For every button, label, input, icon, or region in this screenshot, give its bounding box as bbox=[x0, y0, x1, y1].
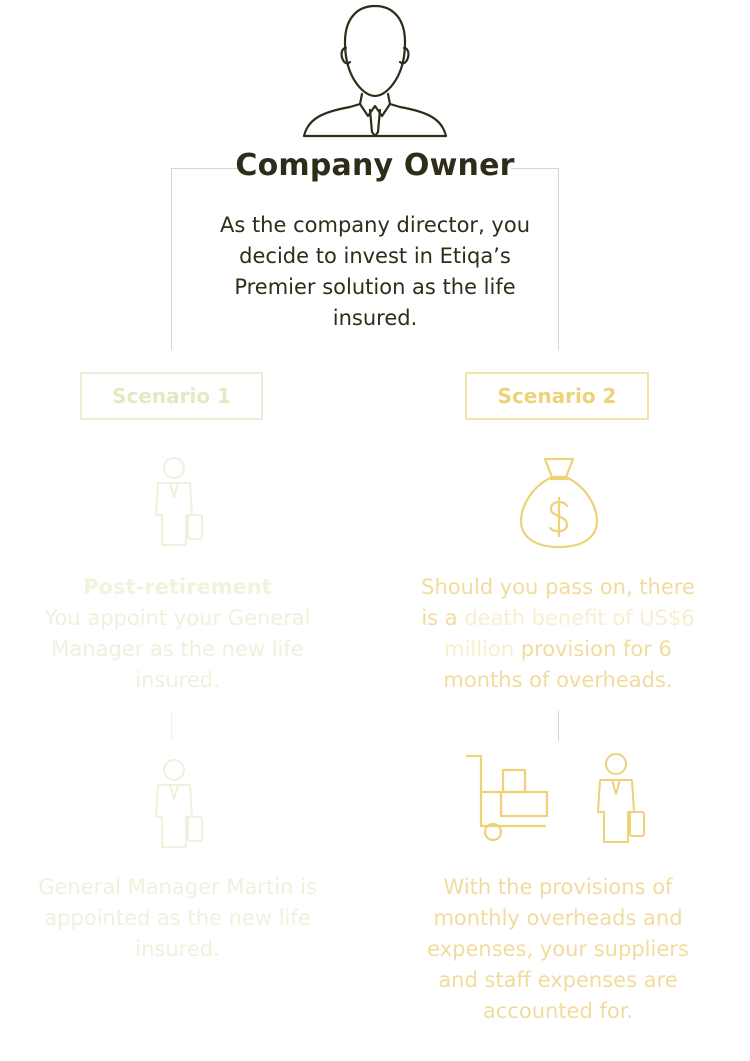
businessman-icon bbox=[155, 759, 203, 848]
businessman-icon bbox=[597, 753, 645, 843]
scenario-1-result: General Manager Martin is appointed as t… bbox=[38, 875, 317, 961]
scenario-1-text: You appoint your General Manager as the … bbox=[44, 606, 311, 692]
scenario-2-description: Should you pass on, there is a death ben… bbox=[410, 572, 706, 696]
owner-description: As the company director, you decide to i… bbox=[219, 213, 531, 330]
scenario-1-label-text: Scenario 1 bbox=[112, 384, 231, 408]
page-title: Company Owner bbox=[235, 148, 515, 183]
scenario-2-text-part1: Should you pass on, there is a bbox=[421, 575, 695, 630]
scenario-2-label: Scenario 2 bbox=[465, 372, 649, 420]
scenario-2-result: With the provisions of monthly overheads… bbox=[427, 875, 689, 1023]
person-head-icon bbox=[302, 4, 448, 138]
scenario-2-highlight: death benefit of US$6 million bbox=[444, 606, 695, 661]
scenario-2-label-text: Scenario 2 bbox=[497, 384, 617, 408]
hand-truck-icon bbox=[465, 754, 549, 842]
scenario-1-heading: Post-retirement bbox=[83, 575, 272, 599]
money-bag-icon bbox=[519, 457, 599, 549]
scenario-2-text-part2: provision for 6 months of overheads. bbox=[443, 637, 673, 692]
businessman-icon bbox=[155, 457, 203, 546]
scenario-1-description: Post-retirement You appoint your General… bbox=[25, 572, 330, 696]
scenario-1-label: Scenario 1 bbox=[80, 372, 263, 420]
